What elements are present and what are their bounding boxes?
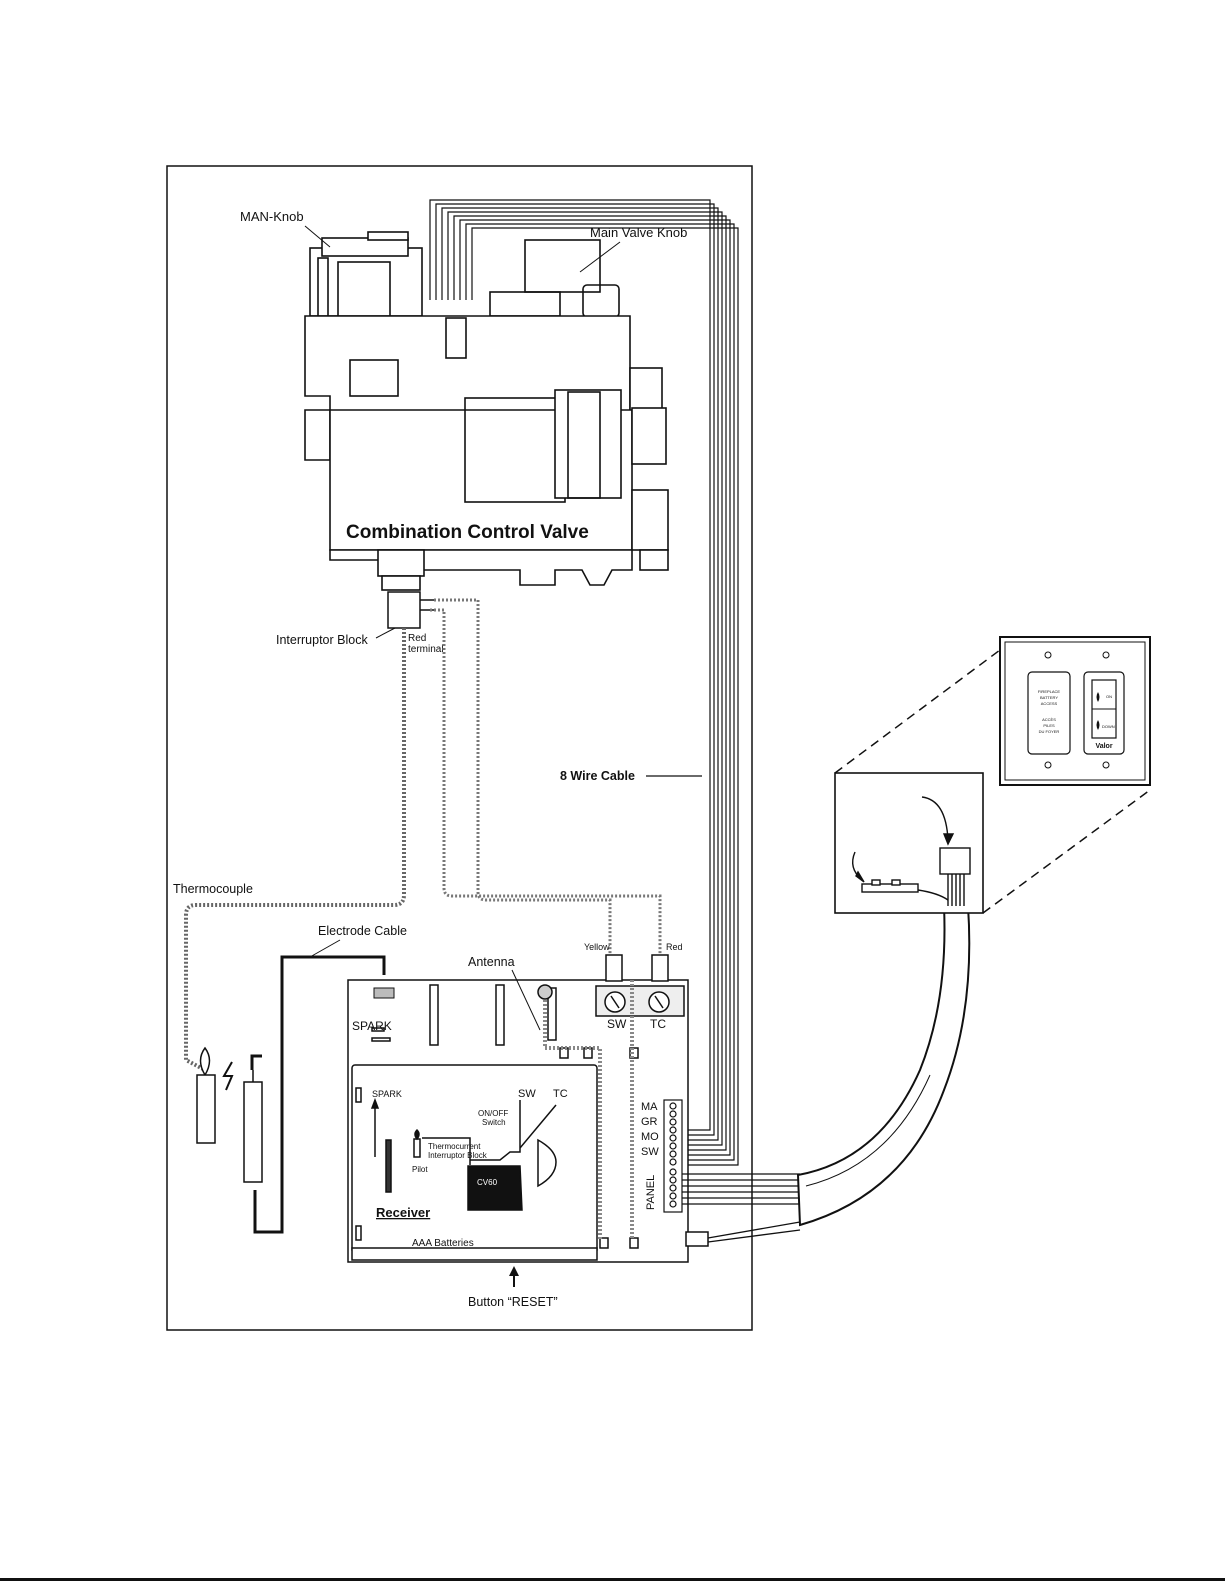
red-terminal-label-line2: terminal bbox=[408, 644, 444, 655]
thermocouple-label: Thermocouple bbox=[173, 882, 253, 896]
antenna-wire bbox=[543, 992, 602, 1240]
pin-label-ma: MA bbox=[641, 1101, 658, 1113]
battery-access-cover bbox=[1027, 671, 1071, 755]
receiver-card-spark: SPARK bbox=[372, 1089, 402, 1099]
diagram-frame bbox=[166, 165, 753, 1331]
interruptor-block-label: Interruptor Block bbox=[276, 633, 368, 647]
flex-conduit bbox=[796, 905, 971, 1227]
receiver-card-sw: SW bbox=[518, 1088, 536, 1100]
plate-text-line5: PILES bbox=[1043, 723, 1055, 728]
pin-connector bbox=[663, 1099, 683, 1213]
brand-logo: Valor bbox=[1095, 743, 1112, 750]
pin-label-sw: SW bbox=[641, 1146, 659, 1158]
switch-on-label: ON bbox=[1106, 694, 1112, 699]
panel-label: PANEL bbox=[645, 1175, 657, 1210]
switch-down-label: DOWN bbox=[1102, 724, 1115, 729]
electrode-cable-label: Electrode Cable bbox=[318, 924, 407, 938]
thermocouple-cable bbox=[184, 628, 406, 1072]
combination-control-valve-label: Combination Control Valve bbox=[346, 522, 589, 543]
main-valve-knob-label: Main Valve Knob bbox=[590, 225, 687, 240]
wall-box-contents bbox=[852, 796, 971, 906]
receiver-card-thermocurrent-line2: Interruptor Block bbox=[428, 1151, 488, 1160]
receiver-card-tc: TC bbox=[553, 1088, 568, 1100]
antenna-connector bbox=[537, 984, 553, 1000]
wall-plate-screws bbox=[1044, 651, 1110, 769]
flame-down-icon bbox=[1096, 720, 1100, 730]
pin-label-gr: GR bbox=[641, 1116, 658, 1128]
plate-text-line1: FIREPLACE bbox=[1038, 689, 1061, 694]
antenna-label: Antenna bbox=[468, 955, 515, 969]
tc-terminal-label: TC bbox=[650, 1017, 666, 1031]
plate-text-line6: DU FOYER bbox=[1039, 729, 1060, 734]
thermocurrent-cable bbox=[430, 598, 662, 975]
reset-button-label: Button “RESET” bbox=[468, 1295, 558, 1309]
interruptor-block bbox=[387, 591, 436, 629]
aaa-batteries-label: AAA Batteries bbox=[412, 1238, 474, 1249]
pin-label-mo: MO bbox=[641, 1131, 659, 1143]
electrode-cable bbox=[253, 955, 386, 1234]
panel-plug bbox=[685, 1231, 709, 1247]
spark-label: SPARK bbox=[352, 1019, 392, 1033]
receiver-card-cv60: CV60 bbox=[477, 1178, 498, 1187]
red-wire-label: Red bbox=[666, 942, 683, 952]
page-bottom-rule bbox=[0, 1578, 1225, 1581]
eight-wire-cable bbox=[429, 199, 739, 1166]
red-terminal-label-line1: Red bbox=[408, 633, 426, 644]
yellow-wire-label: Yellow bbox=[584, 942, 610, 952]
pilot-assembly bbox=[196, 1046, 263, 1183]
eight-wire-cable-label: 8 Wire Cable bbox=[560, 769, 635, 783]
man-knob-label: MAN-Knob bbox=[240, 209, 304, 224]
receiver-card-onoff-line2: Switch bbox=[482, 1118, 506, 1127]
plate-text-line4: ACCÈS bbox=[1042, 717, 1056, 722]
receiver-label: Receiver bbox=[376, 1205, 430, 1220]
reset-arrow bbox=[509, 1266, 519, 1287]
receiver-card-pilot: Pilot bbox=[412, 1165, 428, 1174]
receiver-card-onoff-line1: ON/OFF bbox=[478, 1109, 508, 1118]
combination-control-valve bbox=[304, 231, 669, 591]
sw-terminal-label: SW bbox=[607, 1017, 627, 1031]
spark-connector bbox=[373, 987, 395, 999]
receiver-card-thermocurrent-line1: Thermocurrent bbox=[428, 1142, 481, 1151]
plate-text-line3: ACCESS bbox=[1041, 701, 1058, 706]
flame-up-icon bbox=[1096, 692, 1100, 702]
receiver-card bbox=[351, 1064, 598, 1261]
panel-wires bbox=[682, 1173, 801, 1243]
plate-text-line2: BATTERY bbox=[1040, 695, 1058, 700]
